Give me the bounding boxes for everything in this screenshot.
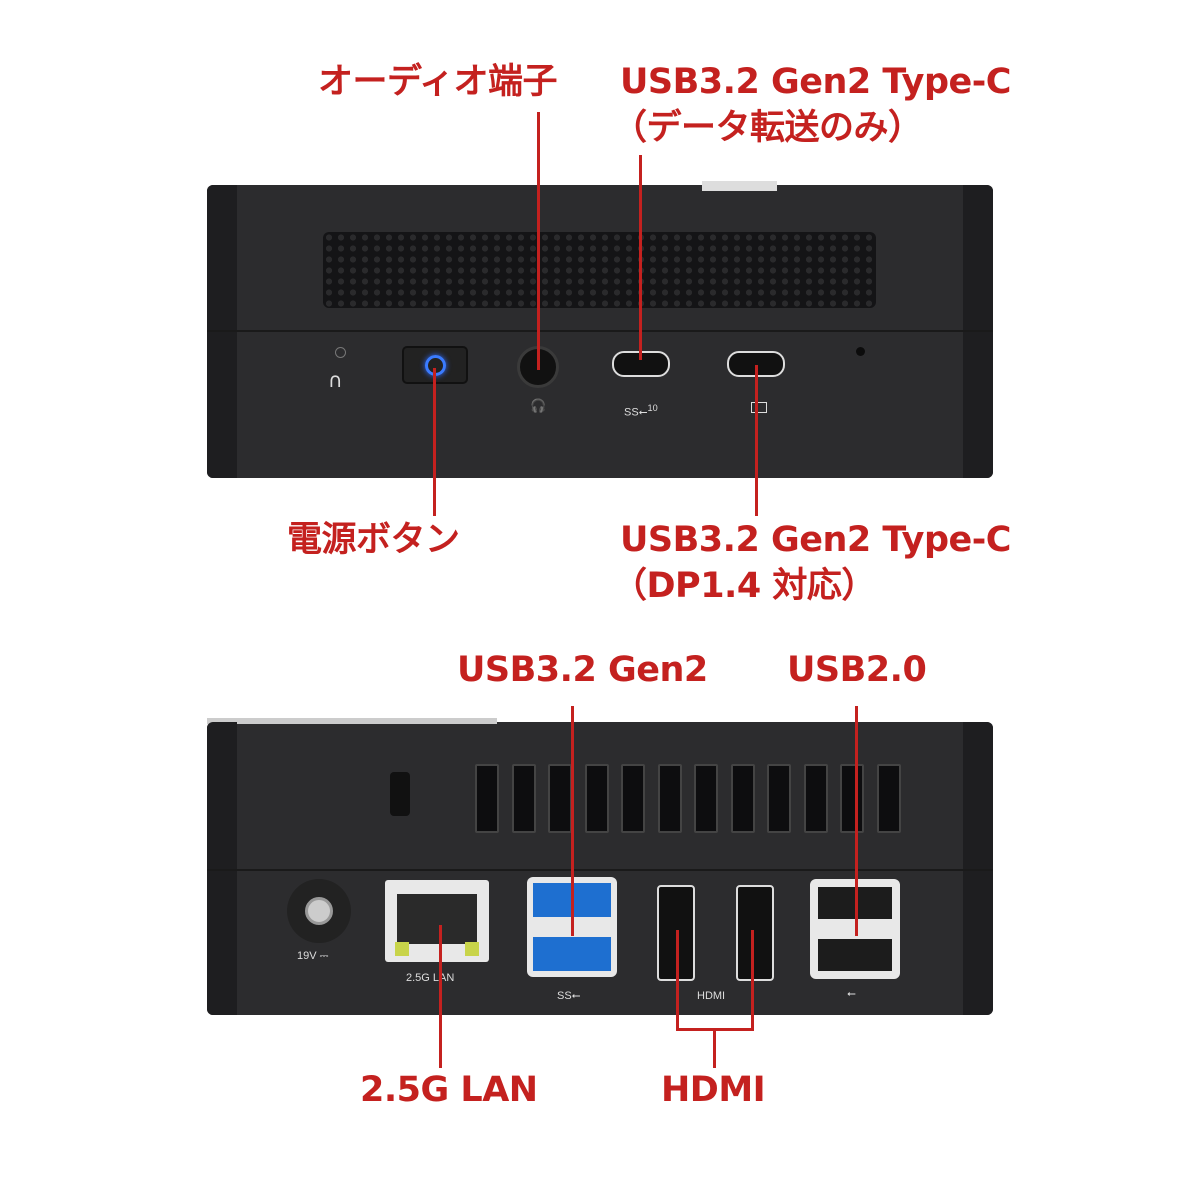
callout-usbc-dp-line2: （DP1.4 対応） <box>612 566 876 606</box>
display-icon <box>751 402 767 413</box>
callout-usbc-data-line1: USB3.2 Gen2 Type-C <box>620 62 1011 102</box>
callout-usbc-data-line2: （データ転送のみ） <box>612 108 923 148</box>
dc-power-jack[interactable] <box>287 879 351 943</box>
hdmi-port-2[interactable] <box>736 885 774 981</box>
headphone-icon: ∩ <box>328 368 343 392</box>
callout-hdmi: HDMI <box>661 1070 766 1110</box>
reset-hole[interactable] <box>856 347 865 356</box>
vent-slot <box>876 764 901 833</box>
rear-panel-device: 19V ⎓ 2.5G LAN SS⭠ HDMI ⭠ <box>207 718 993 1015</box>
vent-slot <box>621 764 645 833</box>
vent-grille <box>323 232 876 308</box>
vent-slot <box>511 764 536 833</box>
vent-slot <box>657 764 682 833</box>
front-panel-device: ∩ 🎧 SS⭠10 <box>207 181 993 478</box>
usb-label: ⭠ <box>847 988 856 1000</box>
superspeed-usb-10-icon: SS⭠10 <box>624 403 658 419</box>
leader-usbc-dp <box>755 365 758 516</box>
lan-port[interactable] <box>385 880 489 962</box>
vent-slot <box>730 764 755 833</box>
vent-slot <box>475 764 499 833</box>
leader-hdmi-2 <box>751 930 754 1030</box>
leader-power <box>433 368 436 516</box>
callout-usb20: USB2.0 <box>787 650 927 690</box>
leader-usb32 <box>571 706 574 936</box>
top-highlight <box>702 181 777 191</box>
vent-slot <box>694 764 718 833</box>
vent-slot <box>803 764 828 833</box>
callout-power: 電源ボタン <box>287 520 460 560</box>
ss-usb-label: SS⭠ <box>557 990 581 1002</box>
leader-audio <box>537 112 540 370</box>
callout-usbc-dp-line1: USB3.2 Gen2 Type-C <box>620 520 1011 560</box>
callout-audio: オーディオ端子 <box>318 62 558 102</box>
kensington-lock-slot[interactable] <box>390 772 410 816</box>
leader-hdmi-1 <box>676 930 679 1030</box>
vent-slot <box>840 764 864 833</box>
led-indicator <box>335 347 346 358</box>
leader-usb20 <box>855 706 858 936</box>
dc-label: 19V ⎓ <box>297 950 329 962</box>
vent-slot <box>767 764 791 833</box>
vent-slot <box>548 764 572 833</box>
headset-mic-icon: 🎧 <box>530 399 547 414</box>
hdmi-label: HDMI <box>697 990 726 1002</box>
callout-usb32: USB3.2 Gen2 <box>457 650 708 690</box>
leader-lan <box>439 925 442 1068</box>
ss-speed-mark: 10 <box>647 403 658 413</box>
vent-slot <box>584 764 609 833</box>
leader-usbc-data <box>639 155 642 360</box>
lan-label: 2.5G LAN <box>406 972 455 984</box>
callout-lan: 2.5G LAN <box>360 1070 538 1110</box>
leader-hdmi-stem <box>713 1028 716 1068</box>
